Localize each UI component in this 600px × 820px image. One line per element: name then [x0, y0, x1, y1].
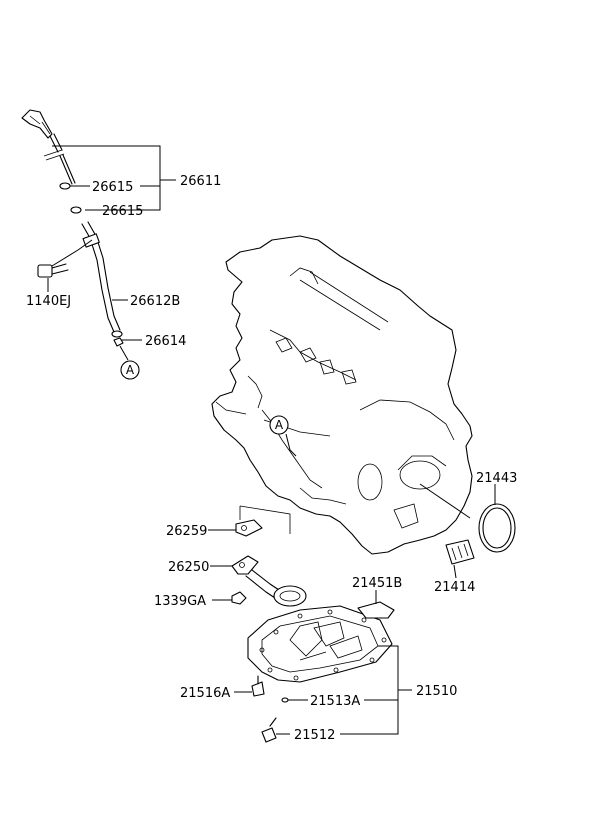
label-26611: 26611: [180, 174, 221, 189]
engine-block: [211, 235, 473, 555]
label-1339ga: 1339GA: [154, 594, 206, 609]
o-ring-26614: [113, 337, 124, 347]
washer-21513a: [281, 697, 289, 703]
svg-text:A: A: [126, 363, 135, 377]
o-ring-26615-lower: [70, 206, 82, 214]
label-21516a: 21516A: [180, 686, 230, 701]
gasket-26259: [235, 505, 291, 537]
ref-circle-a-1: A: [120, 360, 140, 380]
label-26250: 26250: [168, 560, 209, 575]
label-21443: 21443: [476, 471, 517, 486]
label-21512: 21512: [294, 728, 335, 743]
label-26615-lower: 26615: [102, 204, 143, 219]
label-26615-upper: 26615: [92, 180, 133, 195]
label-1140ej: 1140EJ: [26, 294, 71, 309]
label-21513a: 21513A: [310, 694, 360, 709]
label-21451b: 21451B: [352, 576, 402, 591]
label-21510: 21510: [416, 684, 457, 699]
guide-tube-26612b: [81, 221, 123, 338]
label-26614: 26614: [145, 334, 186, 349]
label-26612b: 26612B: [130, 294, 180, 309]
seal-21414: [445, 539, 475, 565]
ref-circle-a-2: A: [269, 415, 289, 435]
dipstick-26611: [21, 109, 76, 185]
drain-plug-21512: [261, 717, 277, 743]
label-26259: 26259: [166, 524, 207, 539]
oil-screen-26250: [231, 555, 307, 607]
baffle-21451b: [357, 601, 395, 619]
oil-seal-21443: [478, 503, 516, 553]
oil-pan-21510: [247, 605, 393, 683]
svg-text:A: A: [275, 418, 284, 432]
bolt-21516a: [251, 675, 265, 697]
o-ring-26615-upper: [59, 182, 71, 190]
label-21414: 21414: [434, 580, 475, 595]
bolt-1339ga: [231, 591, 247, 605]
bolt-1140ej: [37, 263, 69, 278]
